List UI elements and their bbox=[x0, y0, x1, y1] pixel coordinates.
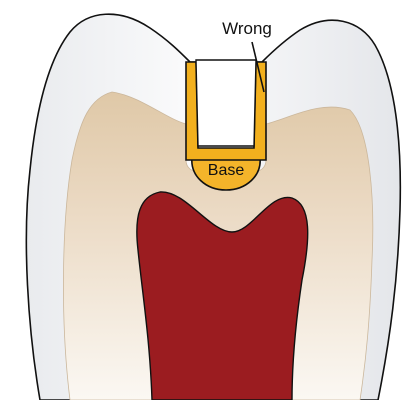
cavity-preparation bbox=[196, 60, 256, 146]
wrong-label: Wrong bbox=[222, 19, 272, 38]
base-label: Base bbox=[208, 162, 245, 179]
